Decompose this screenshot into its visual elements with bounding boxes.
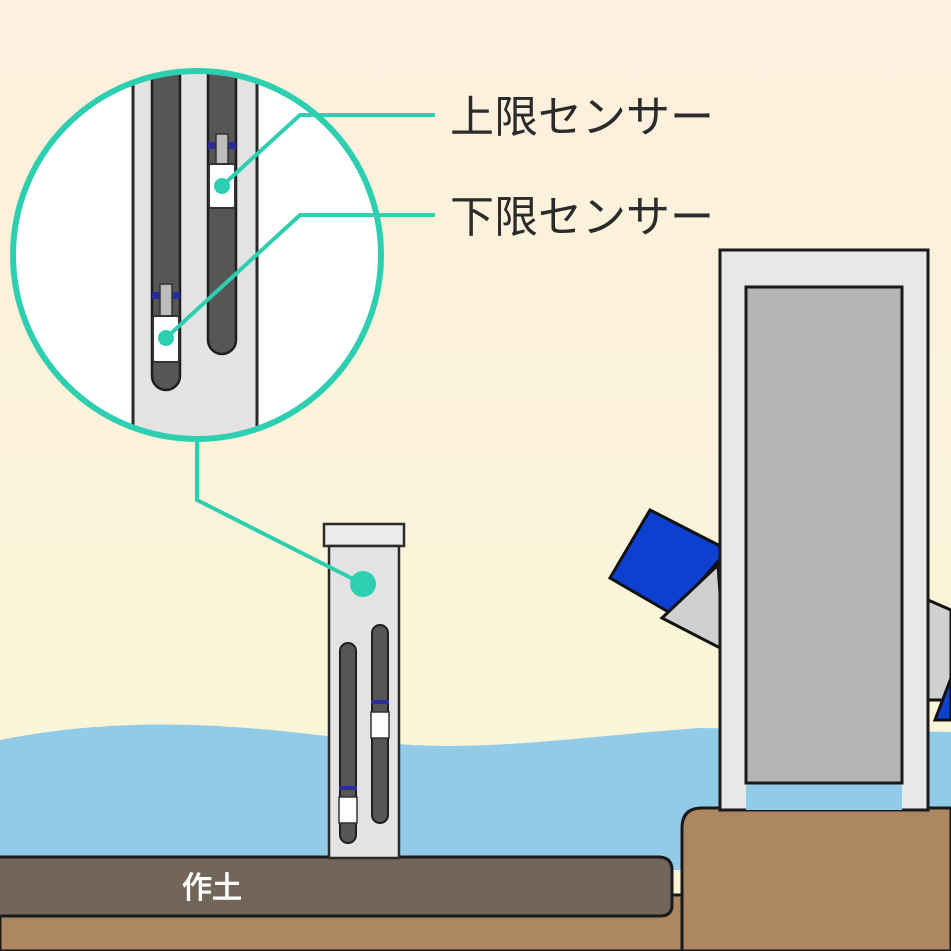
lower-sensor-leader [164,213,435,340]
callout-leader [195,440,364,586]
magnified-slot-left [150,71,182,392]
gate-water [746,782,902,810]
upper-sensor-label: 上限センサー [450,92,714,143]
topsoil-label: 作土 [182,871,242,906]
lower-sensor-label: 下限センサー [450,192,714,243]
magnifier-ring [10,68,384,442]
lower-sensor-small-band [339,786,357,790]
pipe-slot-left [339,642,357,844]
blade-blue-right [932,677,951,722]
topsoil-layer [0,855,674,918]
lower-sensor-small [338,796,358,824]
pipe-cap [322,522,406,548]
upper-sensor-small [370,711,390,739]
embankment [680,806,951,951]
lower-sensor-stem [159,283,173,317]
upper-sensor-stem [215,133,229,165]
water-gate [718,248,930,812]
water-level-sensor-pipe [322,522,406,860]
upper-sensor-leader [220,113,435,188]
upper-sensor-small-band [371,700,389,704]
gate-panel [744,285,904,785]
